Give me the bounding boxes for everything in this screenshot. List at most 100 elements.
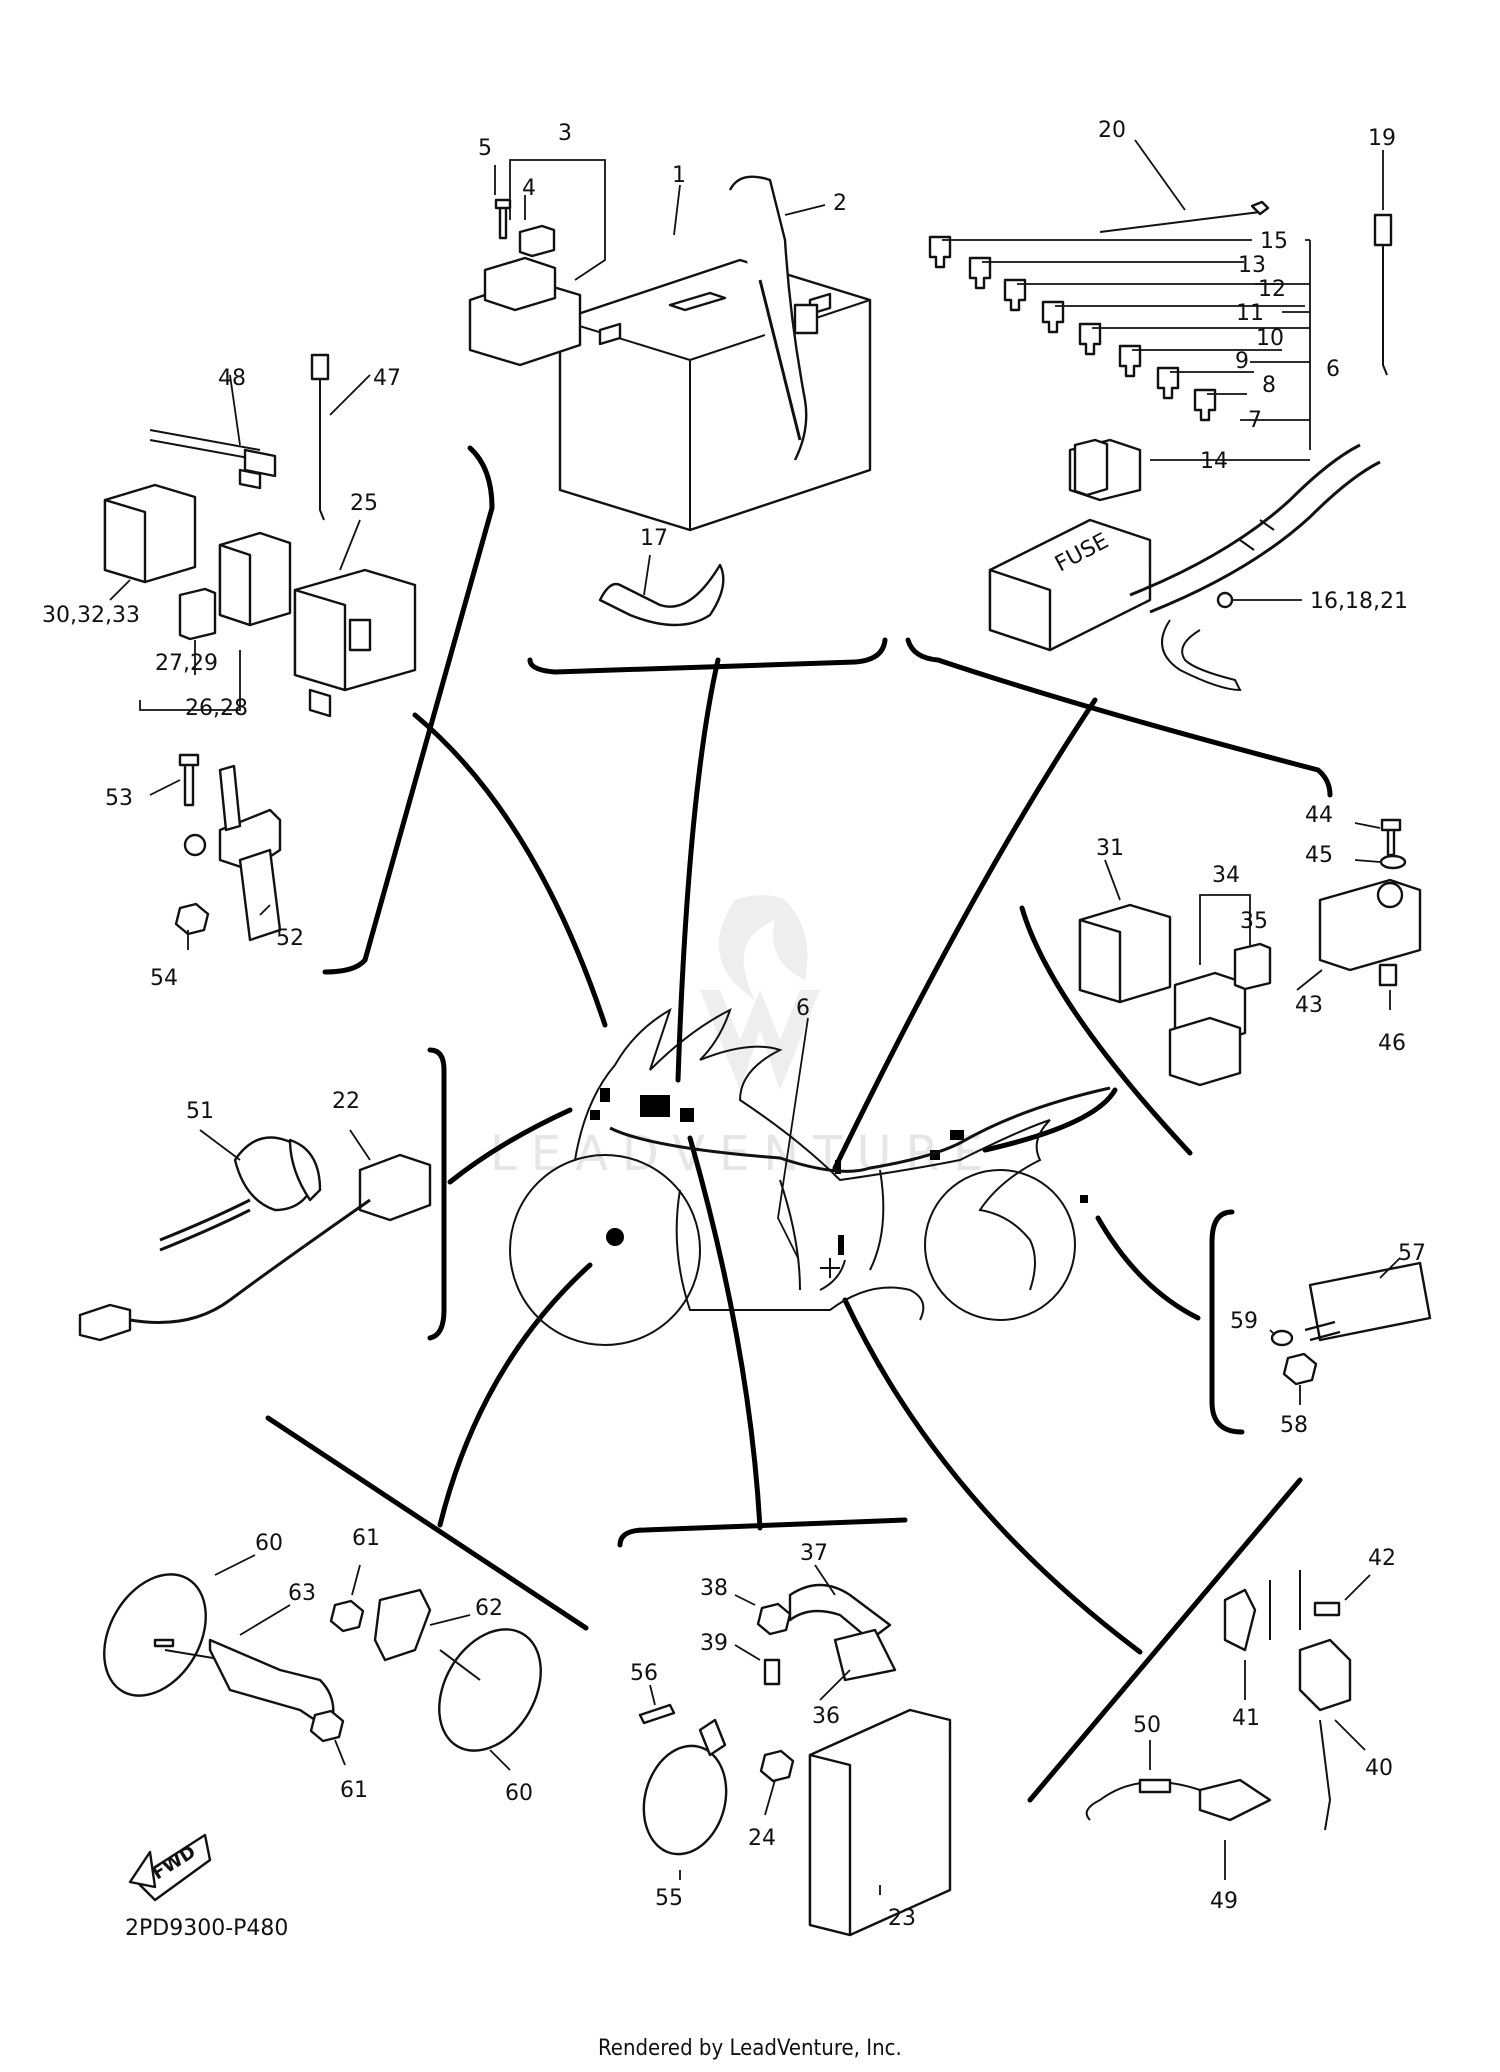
bolt-56	[638, 1703, 676, 1725]
tie-47	[310, 353, 330, 381]
label-56: 56	[630, 1661, 658, 1686]
part-labels: 1 2 3 4 5 6 6 7 8 9 10 11 12 13 14 15 16…	[42, 118, 1426, 1931]
label-24: 24	[748, 1826, 776, 1851]
band-17	[598, 563, 725, 627]
group-dividers	[265, 445, 1333, 1803]
label-50: 50	[1133, 1713, 1161, 1738]
label-16-18-21: 16,18,21	[1310, 589, 1408, 614]
label-1: 1	[672, 163, 686, 188]
washer-59	[1270, 1329, 1294, 1347]
label-61-bottom: 61	[340, 1778, 368, 1803]
label-47: 47	[373, 366, 401, 391]
label-45: 45	[1305, 843, 1333, 868]
label-46: 46	[1378, 1031, 1406, 1056]
connector-22	[358, 1153, 432, 1222]
label-40: 40	[1365, 1756, 1393, 1781]
group-arrows	[412, 657, 1201, 1655]
label-20: 20	[1098, 118, 1126, 143]
switch-49	[1198, 1778, 1272, 1822]
label-53: 53	[105, 786, 133, 811]
fuse-4	[518, 224, 556, 258]
nut-54	[174, 902, 210, 936]
bracket-62	[373, 1588, 432, 1662]
label-12: 12	[1258, 277, 1286, 302]
nut-38	[756, 1602, 792, 1636]
label-31: 31	[1096, 836, 1124, 861]
label-62: 62	[475, 1596, 503, 1621]
reflector-57	[1308, 1261, 1432, 1342]
fwd-arrow: FWD	[128, 1833, 212, 1902]
switch-40	[1298, 1638, 1352, 1712]
label-6-fuse: 6	[1326, 357, 1340, 382]
label-8: 8	[1262, 373, 1276, 398]
reflector-60-right	[438, 1628, 542, 1752]
label-38: 38	[700, 1576, 728, 1601]
label-3: 3	[558, 121, 572, 146]
label-37: 37	[800, 1541, 828, 1566]
label-41: 41	[1232, 1706, 1260, 1731]
label-55: 55	[655, 1886, 683, 1911]
label-59: 59	[1230, 1309, 1258, 1334]
horn-ecu-group	[638, 1564, 952, 1937]
label-48: 48	[218, 366, 246, 391]
reflector-60-left	[103, 1573, 207, 1697]
bolt-53	[178, 753, 200, 807]
horn-55	[642, 1744, 728, 1856]
bolt-42	[1313, 1601, 1341, 1617]
label-36: 36	[812, 1704, 840, 1729]
label-9: 9	[1235, 349, 1249, 374]
bolt-50	[1138, 1778, 1172, 1794]
label-11: 11	[1236, 301, 1264, 326]
label-35: 35	[1240, 909, 1268, 934]
label-14: 14	[1200, 449, 1228, 474]
bracket-36	[833, 1628, 897, 1682]
label-7: 7	[1248, 408, 1262, 433]
nut-61-top	[329, 1599, 365, 1633]
label-63: 63	[288, 1581, 316, 1606]
label-23: 23	[888, 1906, 916, 1931]
label-22: 22	[332, 1089, 360, 1114]
bolt-39	[763, 1658, 781, 1686]
label-44: 44	[1305, 803, 1333, 828]
label-2: 2	[833, 191, 847, 216]
label-30-32-33: 30,32,33	[42, 603, 140, 628]
label-60-right: 60	[505, 1781, 533, 1806]
label-19: 19	[1368, 126, 1396, 151]
label-52: 52	[276, 926, 304, 951]
relay-35	[1233, 942, 1272, 991]
fuse-group: FUSE	[928, 139, 1393, 692]
label-13: 13	[1238, 253, 1266, 278]
washer-45	[1379, 854, 1407, 870]
tie-19	[1373, 213, 1393, 247]
label-25: 25	[350, 491, 378, 516]
nut-61-bottom	[309, 1709, 345, 1743]
label-17: 17	[640, 526, 668, 551]
battery-group	[468, 159, 872, 627]
label-39: 39	[700, 1631, 728, 1656]
label-61-top: 61	[352, 1526, 380, 1551]
bracket-63	[208, 1638, 335, 1732]
label-34: 34	[1212, 863, 1240, 888]
label-10: 10	[1256, 326, 1284, 351]
footer-credit: Rendered by LeadVenture, Inc.	[598, 2036, 902, 2061]
label-27-29: 27,29	[155, 651, 218, 676]
label-5: 5	[478, 136, 492, 161]
sensor-group	[149, 753, 282, 950]
label-60-left: 60	[255, 1531, 283, 1556]
sensor-wiring-group	[78, 1129, 432, 1342]
relay-right-group	[1078, 818, 1422, 1087]
bolt-44	[1380, 818, 1402, 857]
fuses-7-15	[928, 235, 1217, 422]
label-49: 49	[1210, 1889, 1238, 1914]
leadventure-watermark: LEADVENTURE	[490, 895, 983, 1182]
bracket-41	[1223, 1588, 1257, 1652]
sensor-43	[1318, 878, 1422, 972]
motorcycle-silhouette	[509, 1007, 1111, 1346]
clamp-37	[788, 1583, 892, 1642]
label-43: 43	[1295, 993, 1323, 1018]
bolt-5	[494, 198, 512, 240]
label-54: 54	[150, 966, 178, 991]
front-reflector-group	[103, 1554, 542, 1771]
switch-group	[1085, 1570, 1371, 1880]
